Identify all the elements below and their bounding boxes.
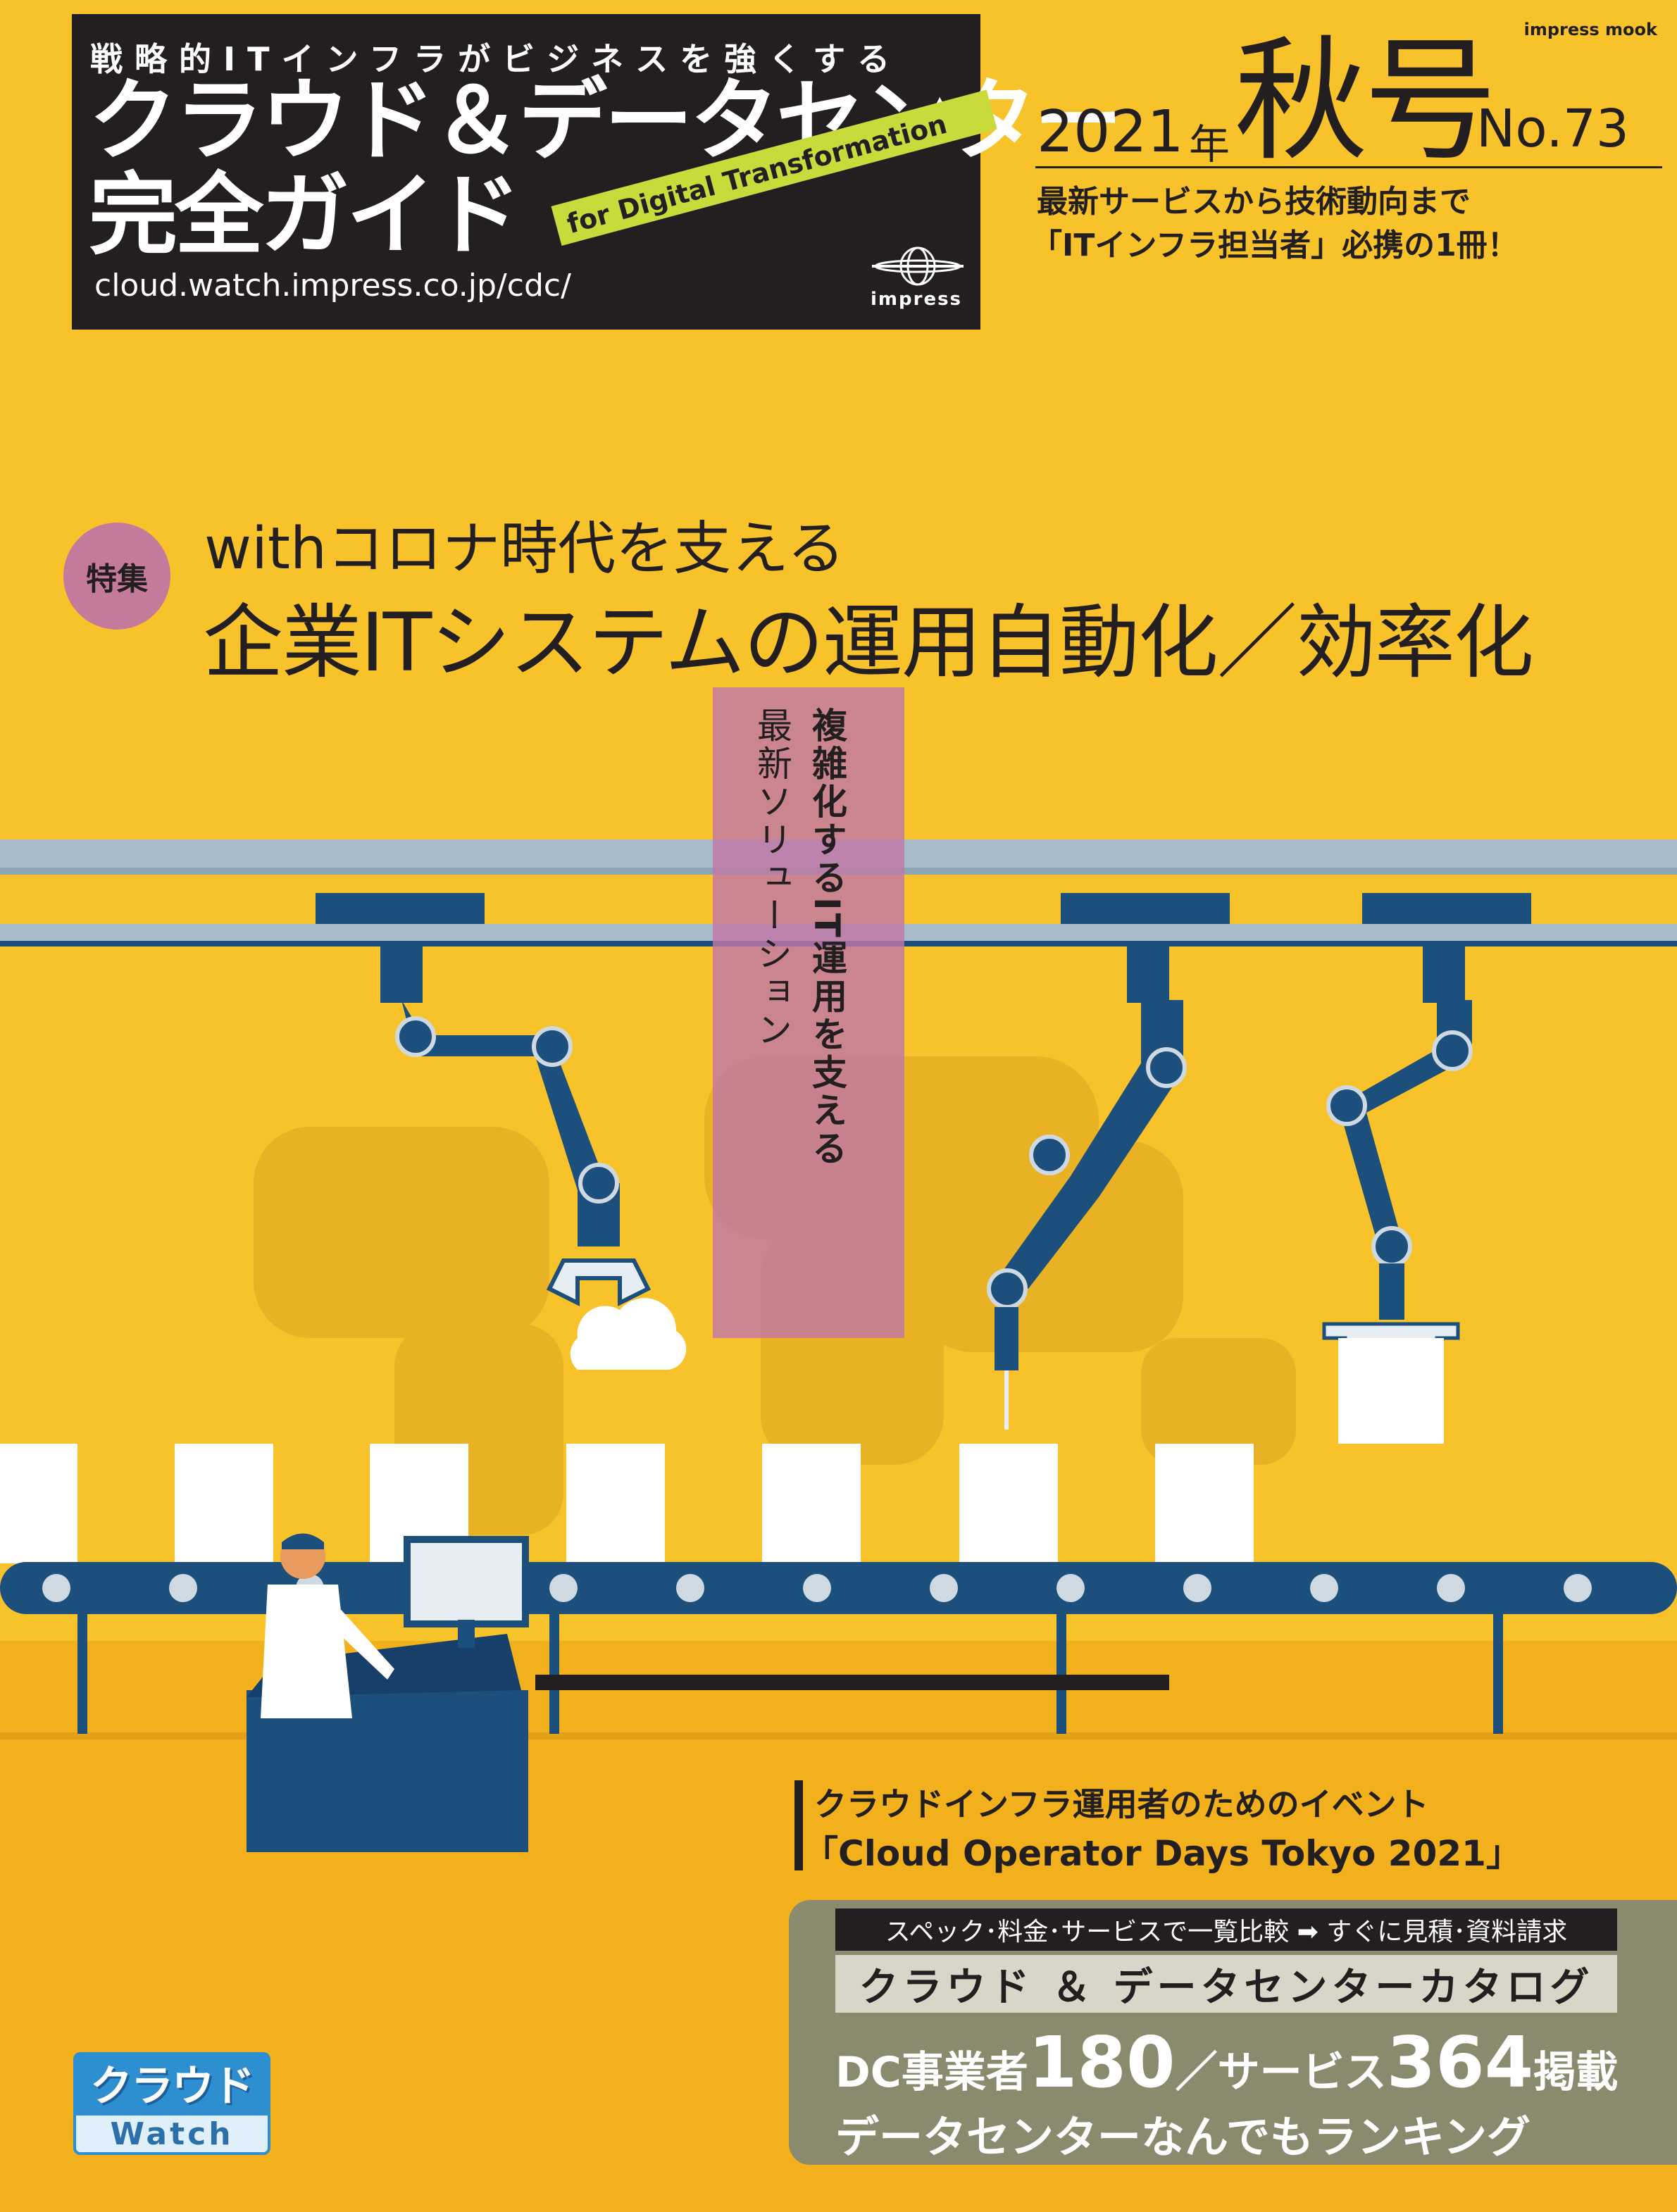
publisher-name: impress — [871, 289, 963, 310]
issue-divider — [1035, 166, 1662, 168]
issue-copy-line1: 最新サービスから技術動向まで — [1037, 184, 1471, 220]
listed-label: 掲載 — [1533, 2048, 1619, 2097]
issue-year: 2021 — [1037, 99, 1184, 165]
feature-callout-box — [713, 687, 904, 1338]
impress-logo-icon — [872, 246, 964, 286]
floor-line — [0, 1732, 1677, 1739]
conveyor-belt — [0, 1562, 1677, 1614]
cloud-watch-logo-top: クラウド — [73, 2052, 270, 2113]
service-label: サービス — [1217, 2048, 1387, 2097]
feature-callout-line1: 複雑化するIT運用を支える — [806, 707, 847, 1168]
robot-arm-2 — [987, 893, 1230, 1430]
event-line1: クラウドインフラ運用者のためのイベント — [814, 1785, 1429, 1823]
catalog-stats: DC事業者180／サービス364掲載 — [835, 2021, 1618, 2104]
series-label: impress mook — [1523, 20, 1657, 39]
feature-subtitle: withコロナ時代を支える — [204, 515, 845, 582]
hazard-stripe — [535, 1675, 1169, 1690]
magazine-title-line2: 完全ガイド — [89, 163, 521, 267]
tagline: 戦略的ITインフラがビジネスを強くする — [90, 40, 902, 78]
service-count: 364 — [1386, 2021, 1534, 2104]
product-boxes — [0, 1444, 1254, 1563]
engineer-figure — [261, 1533, 394, 1838]
conveyor-legs — [77, 1614, 1503, 1734]
robot-arm-3 — [1322, 893, 1531, 1444]
robot-arm-1 — [316, 893, 687, 1370]
website-url: cloud.watch.impress.co.jp/cdc/ — [94, 268, 571, 304]
issue-copy-line2: 「ITインフラ担当者」必携の1冊！ — [1031, 227, 1519, 263]
issue-year-suffix: 年 — [1189, 120, 1230, 168]
issue-season: 秋号 — [1234, 23, 1497, 179]
stats-separator: ／ — [1175, 2048, 1218, 2097]
feature-title: 企業ITシステムの運用自動化／効率化 — [203, 596, 1534, 689]
dc-label: DC事業者 — [835, 2048, 1028, 2097]
event-accent-bar — [794, 1780, 803, 1870]
event-line2: 「Cloud Operator Days Tokyo 2021」 — [803, 1833, 1521, 1874]
dc-count: 180 — [1028, 2021, 1176, 2104]
feature-callout-line2: 最新ソリューション — [752, 707, 792, 1049]
cloud-watch-logo-bottom: Watch — [73, 2113, 270, 2155]
catalog-strip: スペック･料金･サービスで一覧比較 ➡ すぐに見積･資料請求 — [835, 1908, 1617, 1951]
feature-badge: 特集 — [63, 523, 170, 630]
catalog-ranking: データセンターなんでもランキング — [835, 2111, 1531, 2163]
catalog-name: クラウド ＆ データセンターカタログ — [835, 1955, 1617, 2013]
issue-number: No.73 — [1476, 99, 1630, 159]
